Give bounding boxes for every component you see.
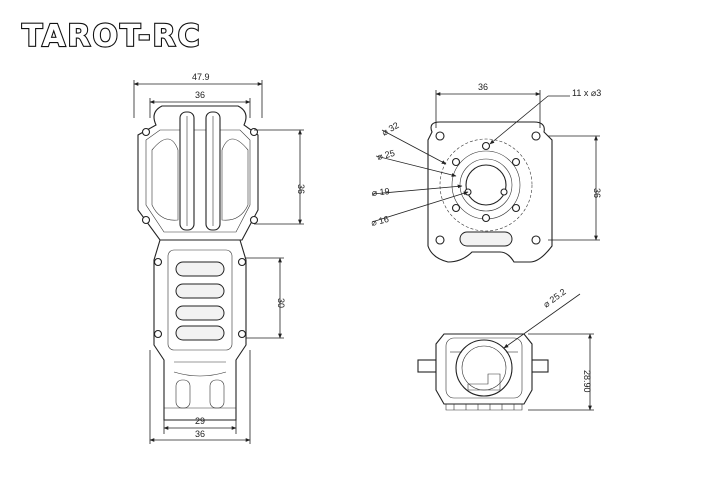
dim-plate-right: 36 [592, 188, 602, 198]
circle-32 [439, 138, 533, 232]
mount-hole [249, 215, 259, 225]
clamp-bore [455, 339, 513, 397]
clamp-tab-left [417, 359, 437, 373]
dim-plate-top: 36 [478, 82, 488, 92]
right-clamp-view: ⌀ 25.2 28.90 [417, 287, 594, 411]
mount-hole [153, 329, 163, 339]
clamp-tab-right [529, 359, 549, 373]
left-mount-view: 47.9 36 36 30 29 36 [133, 72, 306, 444]
mount-hole [141, 215, 151, 225]
mount-hole [237, 257, 247, 267]
mount-hole [249, 127, 259, 137]
mount-hole [153, 257, 163, 267]
dia-252-label: ⌀ 25.2 [541, 287, 567, 310]
dim-right-lower: 30 [276, 298, 286, 308]
cutout-left [151, 138, 179, 221]
dim-top-inner: 36 [195, 90, 205, 100]
dia-19-label: ⌀ 19 [371, 186, 390, 198]
corner-hole [531, 131, 541, 141]
dim-top-outer: 47.9 [192, 72, 210, 82]
corner-hole [435, 131, 445, 141]
center-bore [465, 164, 507, 206]
dia-16-label: ⌀ 16 [370, 214, 390, 228]
plate-slot [459, 231, 513, 247]
right-plate-view: 36 36 11 x ⌀3 ⌀ 32 ⌀ 25 ⌀ 19 ⌀ 16 [370, 82, 602, 263]
brand-logo: TAROT-RC [22, 19, 202, 54]
upper-plate-inner [145, 129, 251, 233]
dim-clamp-height: 28.90 [582, 370, 592, 393]
dia-25-label: ⌀ 25 [376, 148, 396, 162]
dim-right-upper: 36 [296, 184, 306, 194]
mount-hole [141, 127, 151, 137]
dim-bottom-outer: 36 [195, 429, 205, 439]
hole-callout: 11 x ⌀3 [572, 88, 601, 98]
dia-32-label: ⌀ 32 [380, 120, 401, 138]
corner-hole [435, 235, 445, 245]
dim-bottom-inner: 29 [195, 416, 205, 426]
cutout-right [221, 138, 249, 221]
mount-hole [237, 329, 247, 339]
clamp-slots [175, 261, 225, 341]
corner-hole [531, 235, 541, 245]
